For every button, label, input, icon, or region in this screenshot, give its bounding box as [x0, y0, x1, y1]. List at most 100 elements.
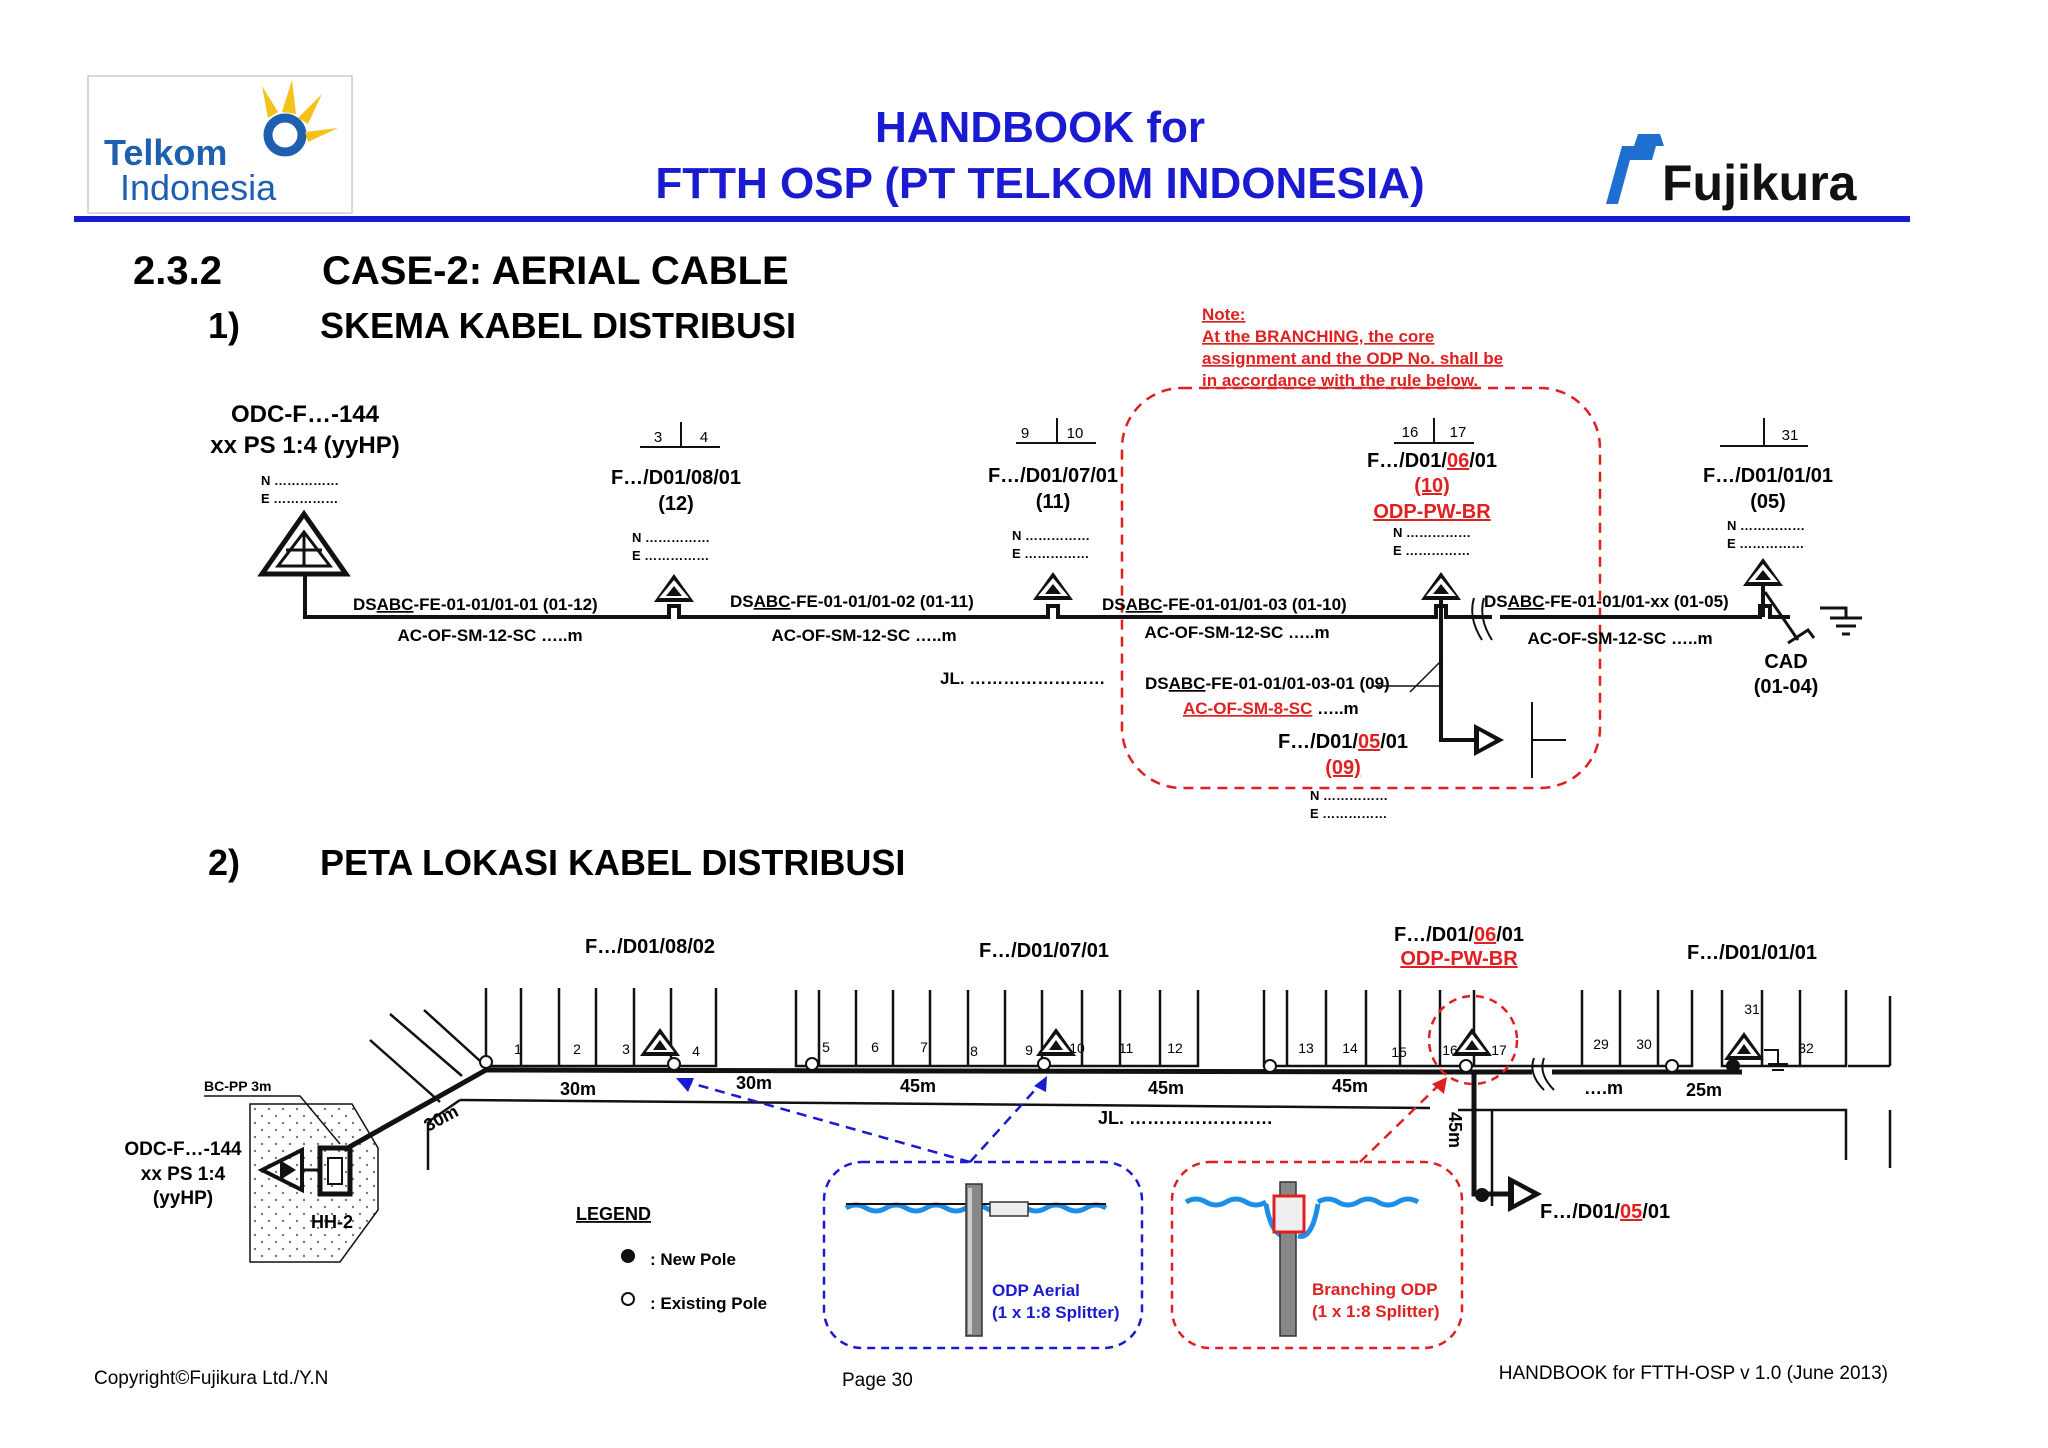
inset-branch-spec: (1 x 1:8 Splitter) [1312, 1302, 1440, 1321]
map-new-pole-branch [1475, 1188, 1489, 1202]
branching-region [1120, 386, 1602, 790]
legend-new-pole: : New Pole [650, 1250, 736, 1269]
odp5-e: E …………… [1310, 806, 1387, 821]
svg-text:5: 5 [822, 1039, 830, 1055]
schema-odp-4: 31 F…/D01/01/01 (05) N …………… E …………… [1703, 418, 1833, 617]
seg1-spec: AC-OF-SM-12-SC …..m [397, 626, 582, 645]
odp2-n: N …………… [1012, 528, 1090, 543]
map-odp-icons [640, 1028, 1788, 1071]
note-label: Note: [1202, 305, 1245, 324]
odp2-port-a: 9 [1021, 425, 1029, 442]
note-block: Note: At the BRANCHING, the core assignm… [1202, 305, 1503, 390]
aerial-odp-box [989, 1201, 1029, 1217]
odc-icon [257, 509, 351, 577]
legend: LEGEND : New Pole : Existing Pole [576, 1204, 767, 1313]
svg-text:9: 9 [1025, 1042, 1033, 1058]
footer-copyright: Copyright©Fujikura Ltd./Y.N [94, 1368, 328, 1389]
seg4-spec: AC-OF-SM-12-SC …..m [1527, 629, 1712, 648]
odp2-cores: (11) [1036, 491, 1070, 513]
svg-text:30m: 30m [736, 1073, 772, 1093]
odp3-tag: ODP-PW-BR [1373, 501, 1491, 523]
seg3-id: DSABC-FE-01-01/01-03 (01-10) [1102, 595, 1347, 614]
odp1-port-a: 3 [654, 429, 662, 446]
schema-odc-n: N …………… [261, 473, 339, 488]
telkom-logo-line2: Indonesia [120, 167, 277, 208]
inset-aerial-spec: (1 x 1:8 Splitter) [992, 1303, 1120, 1322]
map-odp4-name: F…/D01/01/01 [1687, 942, 1817, 964]
odp4-n: N …………… [1727, 518, 1805, 533]
map-branch-cable [1471, 1072, 1508, 1197]
svg-text:3: 3 [622, 1041, 630, 1057]
seg3-spec: AC-OF-SM-12-SC …..m [1144, 623, 1329, 642]
branch-spec: AC-OF-SM-8-SC …..m [1183, 699, 1359, 718]
note-line-2: assignment and the ODP No. shall be [1202, 349, 1503, 368]
map-branch-highlight [1427, 994, 1519, 1086]
odp3-port-b: 17 [1450, 424, 1467, 441]
schema-odc-name: ODC-F…-144 [231, 401, 380, 428]
svg-text:7: 7 [920, 1039, 928, 1055]
map-odc-spec: xx PS 1:4 [141, 1164, 226, 1185]
cad-cores: (01-04) [1754, 676, 1818, 698]
new-pole-icon [621, 1249, 635, 1263]
svg-text:1: 1 [514, 1041, 522, 1057]
odp1-n: N …………… [632, 530, 710, 545]
svg-text:32: 32 [1798, 1040, 1814, 1056]
map-odp3-name: F…/D01/06/01 [1394, 924, 1524, 946]
map-pole-numbers: 1 2 3 4 5 6 7 8 9 10 11 12 13 14 15 16 1… [514, 1001, 1814, 1060]
header-rule [74, 216, 1910, 222]
odp2-name: F…/D01/07/01 [988, 465, 1118, 487]
map-odp3-tag: ODP-PW-BR [1400, 948, 1518, 970]
svg-text:15: 15 [1391, 1044, 1407, 1060]
schema-odc-spec: xx PS 1:4 (yyHP) [210, 432, 399, 459]
map-distances: 30m 30m 45m 45m 45m ….m 25m 45m 30m [420, 1073, 1722, 1148]
svg-text:17: 17 [1491, 1042, 1507, 1058]
schema-odc-e: E …………… [261, 491, 338, 506]
schema-odc: ODC-F…-144 xx PS 1:4 (yyHP) N …………… E ……… [210, 401, 400, 577]
existing-pole-icon [621, 1292, 635, 1306]
odp3-port-a: 16 [1402, 424, 1419, 441]
odp2-e: E …………… [1012, 546, 1089, 561]
telkom-sun-icon [262, 80, 338, 157]
seg1-id: DSABC-FE-01-01/01-01 (01-12) [353, 595, 598, 614]
inset-aerial-title: ODP Aerial [992, 1281, 1080, 1300]
map-odc-zone [249, 1103, 379, 1263]
svg-text:4: 4 [692, 1043, 700, 1059]
map-odc-hp: (yyHP) [153, 1188, 213, 1209]
fujikura-logo: Fujikura [1606, 134, 1858, 211]
svg-text:11: 11 [1119, 1040, 1134, 1056]
ground-icon [1763, 591, 1862, 645]
footer-page: Page 30 [842, 1370, 913, 1391]
svg-text:29: 29 [1593, 1036, 1609, 1052]
note-line-3: in accordance with the rule below. [1202, 371, 1478, 390]
svg-text:14: 14 [1342, 1040, 1358, 1056]
odp1-port-b: 4 [700, 429, 708, 446]
subsection-1-number: 1) [208, 305, 240, 346]
inset-odp-aerial: ODP Aerial (1 x 1:8 Splitter) [822, 1160, 1144, 1350]
svg-text:16: 16 [1442, 1042, 1458, 1058]
svg-text:30m: 30m [560, 1079, 596, 1099]
map-main-cable [342, 1067, 1433, 1153]
odp4-port-b: 31 [1782, 427, 1799, 444]
page-title-line2: FTTH OSP (PT TELKOM INDONESIA) [655, 159, 1424, 208]
branch-cable-drawing [1184, 1196, 1420, 1208]
svg-text:45m: 45m [1148, 1078, 1184, 1098]
fujikura-mark-icon [1606, 134, 1664, 204]
map-new-pole [1726, 1059, 1740, 1073]
odp5-n: N …………… [1310, 788, 1388, 803]
odp4-name: F…/D01/01/01 [1703, 465, 1833, 487]
svg-text:45m: 45m [1445, 1112, 1465, 1148]
legend-existing-pole: : Existing Pole [650, 1294, 767, 1313]
svg-text:13: 13 [1298, 1040, 1314, 1056]
map-house-lots [369, 988, 1892, 1206]
subsection-2-title: PETA LOKASI KABEL DISTRIBUSI [320, 842, 905, 883]
svg-text:30: 30 [1636, 1036, 1652, 1052]
map-odp5-name: F…/D01/05/01 [1540, 1201, 1670, 1223]
svg-text:31: 31 [1744, 1001, 1760, 1017]
odp3-cores: (10) [1414, 475, 1450, 497]
odp1-cores: (12) [658, 493, 694, 515]
map-existing-poles [479, 1055, 1679, 1073]
seg2-spec: AC-OF-SM-12-SC …..m [771, 626, 956, 645]
map-callout-arrows [679, 1078, 1445, 1164]
cad-anchor: CAD (01-04) [1754, 591, 1862, 698]
